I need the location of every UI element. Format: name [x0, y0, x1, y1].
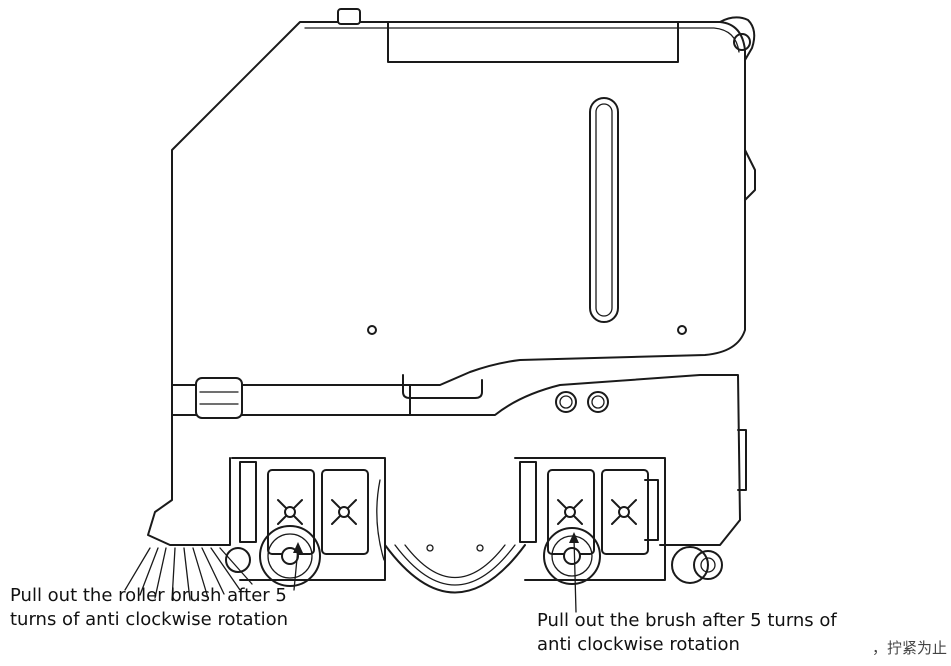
pointer-brush	[573, 537, 577, 613]
caster-wheel	[225, 547, 251, 573]
bracket	[519, 461, 537, 543]
brush-wheel	[543, 527, 601, 585]
brush-instruction: Pull out the brush after 5 turns of anti…	[537, 609, 837, 657]
screw-hole	[677, 325, 687, 335]
cropped-text-fragment: ，拧紧为止	[872, 639, 948, 657]
roller-brush-instruction-line1: Pull out the roller brush after 5	[10, 585, 287, 606]
brush-instruction-line2: anti clockwise rotation	[537, 634, 740, 655]
arrow-head	[569, 532, 579, 543]
side-slot	[589, 97, 619, 323]
top-knob	[337, 8, 361, 25]
bracket	[239, 461, 257, 543]
drive-wheel	[384, 544, 526, 594]
upper-housing	[171, 8, 756, 399]
roller-brush-wheel	[259, 525, 321, 587]
clamp-plate	[321, 469, 369, 555]
lower-base	[147, 374, 747, 546]
rear-caster	[671, 546, 723, 584]
port-left	[555, 391, 577, 413]
port-right	[587, 391, 609, 413]
brush-instruction-line1: Pull out the brush after 5 turns of	[537, 610, 837, 631]
roller-brush-instruction-line2: turns of anti clockwise rotation	[10, 609, 289, 630]
arrow-head	[293, 542, 303, 553]
roller-brush-module	[231, 457, 386, 587]
clamp-plate	[601, 469, 649, 555]
roller-brush-instruction: Pull out the roller brush after 5 turns …	[10, 584, 288, 632]
base-knob	[195, 377, 243, 419]
side-brush-bristles	[124, 547, 253, 601]
pointer-roller	[293, 547, 299, 591]
screw-hole	[367, 325, 377, 335]
rear-fitting	[733, 33, 751, 51]
brush-module	[514, 457, 666, 585]
